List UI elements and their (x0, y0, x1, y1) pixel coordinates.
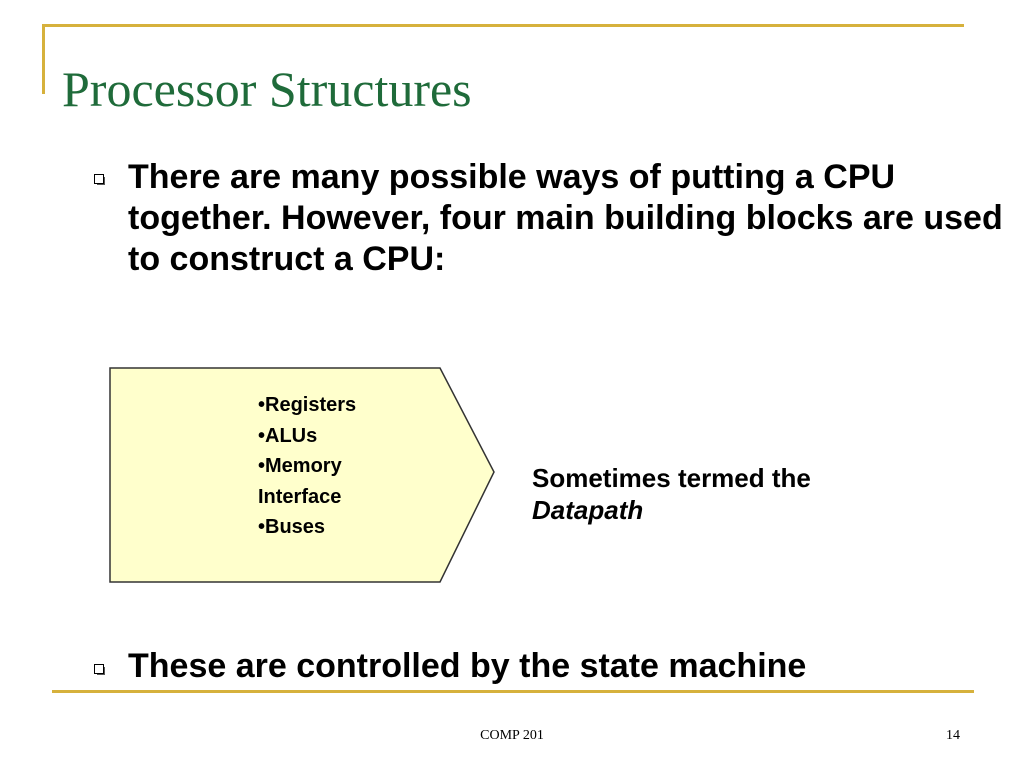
footer-page-number: 14 (946, 728, 960, 743)
bullet-text: There are many possible ways of putting … (128, 158, 1003, 278)
datapath-note-text: Sometimes termed the (532, 463, 811, 493)
square-bullet-icon (94, 174, 105, 185)
slide-title: Processor Structures (62, 61, 472, 117)
list-item: Buses (258, 512, 408, 543)
frame-bottom-line (52, 690, 974, 693)
datapath-note: Sometimes termed the Datapath (532, 462, 972, 526)
frame-left-line (42, 24, 45, 94)
building-blocks-list: Registers ALUs Memory Interface Buses (258, 390, 408, 543)
list-item: Registers (258, 390, 408, 421)
bullet-item: These are controlled by the state machin… (94, 646, 1004, 687)
frame-top-line (42, 24, 964, 27)
bullet-text: These are controlled by the state machin… (128, 647, 807, 685)
list-item: Memory Interface (258, 451, 408, 512)
square-bullet-icon (94, 664, 105, 675)
list-item: ALUs (258, 421, 408, 452)
bullet-item: There are many possible ways of putting … (94, 157, 1004, 280)
footer-course: COMP 201 (480, 728, 544, 743)
datapath-term: Datapath (532, 495, 644, 525)
